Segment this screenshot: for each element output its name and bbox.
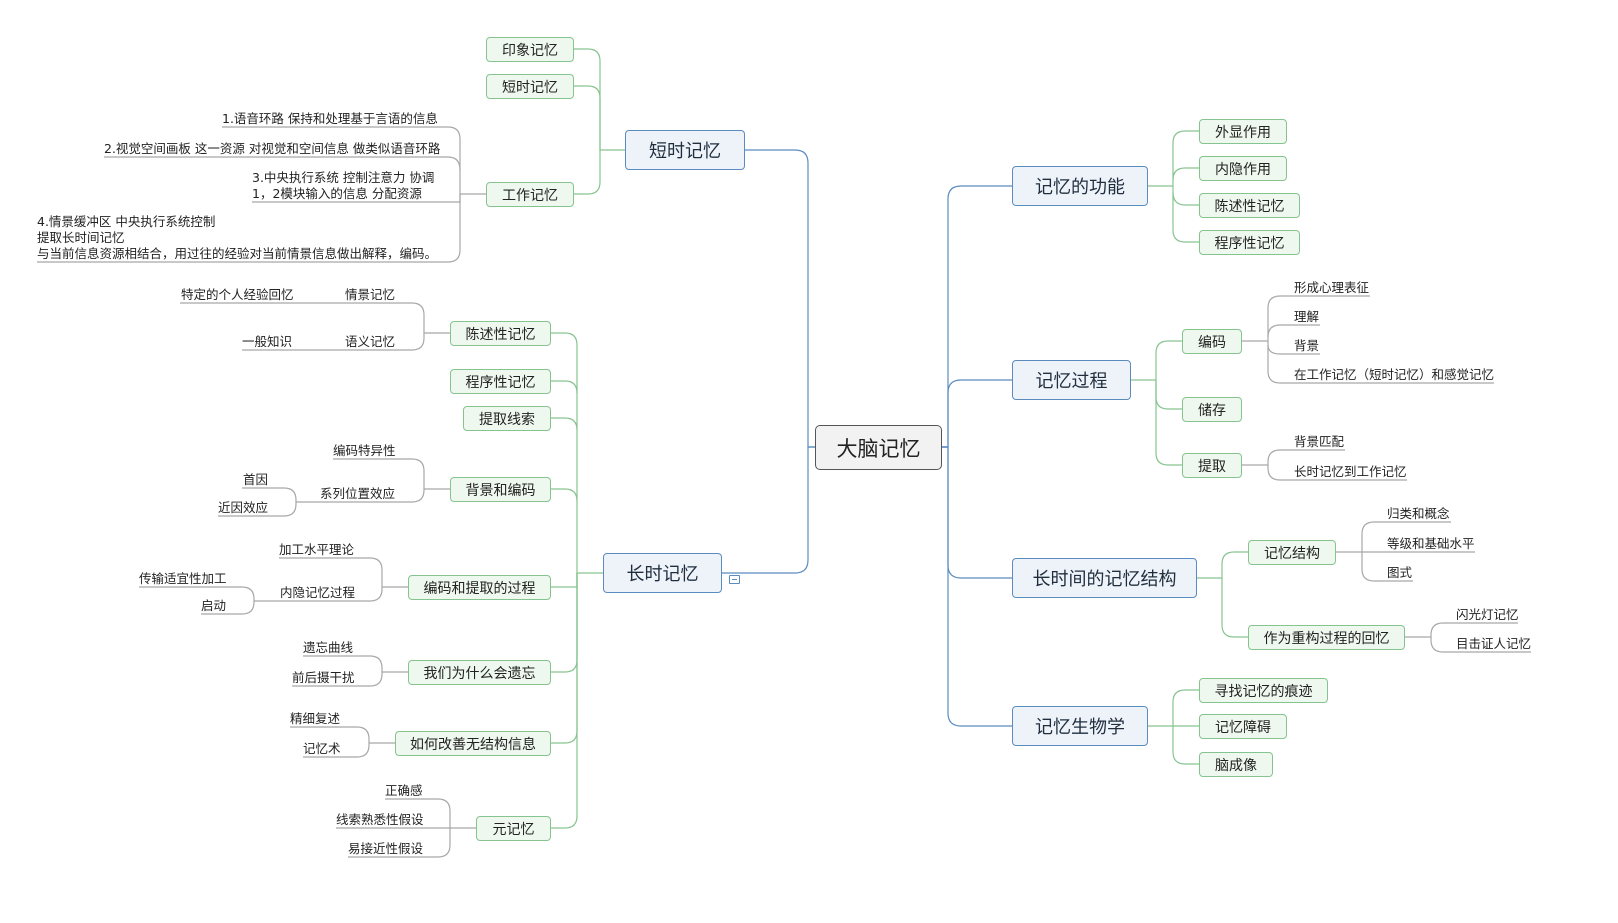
topic-long-term-structure[interactable]: 长时间的记忆结构 xyxy=(1012,558,1197,598)
leaf-elaborative-rehearsal[interactable]: 精细复述 xyxy=(290,711,341,726)
subtopic-brain-imaging[interactable]: 脑成像 xyxy=(1199,752,1273,777)
note-line: 3.中央执行系统 控制注意力 协调 xyxy=(252,170,435,185)
subtopic-improve-unstructured[interactable]: 如何改善无结构信息 xyxy=(395,731,551,756)
leaf-serial-position[interactable]: 系列位置效应 xyxy=(320,486,396,501)
leaf-context-matching[interactable]: 背景匹配 xyxy=(1294,434,1345,449)
root-node[interactable]: 大脑记忆 xyxy=(815,425,942,470)
subtopic-impression-memory[interactable]: 印象记忆 xyxy=(486,37,574,62)
topic-memory-biology[interactable]: 记忆生物学 xyxy=(1012,706,1148,746)
subtopic-explicit-function[interactable]: 外显作用 xyxy=(1199,119,1287,144)
leaf-flashbulb-memory[interactable]: 闪光灯记忆 xyxy=(1456,607,1519,622)
subtopic-retrieval-cues[interactable]: 提取线索 xyxy=(463,406,551,431)
leaf-mnemonics[interactable]: 记忆术 xyxy=(303,741,341,756)
subtopic-encoding-retrieval-process[interactable]: 编码和提取的过程 xyxy=(408,575,551,600)
leaf-implicit-memory[interactable]: 内隐记忆过程 xyxy=(280,585,356,600)
subtopic-short-term[interactable]: 短时记忆 xyxy=(486,74,574,99)
leaf-feeling-of-knowing[interactable]: 正确感 xyxy=(385,783,423,798)
leaf-semantic-memory[interactable]: 语义记忆 xyxy=(345,334,396,349)
leaf-encoding-specificity[interactable]: 编码特异性 xyxy=(333,443,396,458)
subtopic-reconstructive-recall[interactable]: 作为重构过程的回忆 xyxy=(1248,625,1405,650)
leaf-schema[interactable]: 图式 xyxy=(1387,565,1413,580)
leaf-mental-representation[interactable]: 形成心理表征 xyxy=(1294,280,1370,295)
subtopic-working-memory[interactable]: 工作记忆 xyxy=(486,182,574,207)
leaf-understanding[interactable]: 理解 xyxy=(1294,309,1320,324)
leaf-accessibility[interactable]: 易接近性假设 xyxy=(348,841,424,856)
subtopic-metamemory[interactable]: 元记忆 xyxy=(476,816,551,841)
topic-memory-function[interactable]: 记忆的功能 xyxy=(1012,166,1148,206)
subtopic-declarative[interactable]: 陈述性记忆 xyxy=(1199,193,1300,218)
leaf-hierarchy-basic-level[interactable]: 等级和基础水平 xyxy=(1387,536,1475,551)
note-phonological-loop[interactable]: 1.语音环路 保持和处理基于言语的信息 xyxy=(222,111,438,126)
leaf-eyewitness-memory[interactable]: 目击证人记忆 xyxy=(1456,636,1532,651)
subtopic-memory-disorder[interactable]: 记忆障碍 xyxy=(1199,714,1287,739)
subtopic-context-encoding[interactable]: 背景和编码 xyxy=(450,477,551,502)
leaf-categories-concepts[interactable]: 归类和概念 xyxy=(1387,506,1450,521)
topic-short-term-memory[interactable]: 短时记忆 xyxy=(625,130,745,170)
topic-memory-process[interactable]: 记忆过程 xyxy=(1012,360,1131,400)
subtopic-procedural-memory[interactable]: 程序性记忆 xyxy=(450,369,551,394)
leaf-cue-familiarity[interactable]: 线索熟悉性假设 xyxy=(336,812,424,827)
leaf-context[interactable]: 背景 xyxy=(1294,338,1320,353)
note-line: 4.情景缓冲区 中央执行系统控制 xyxy=(37,214,216,229)
note-line: 提取长时间记忆 xyxy=(37,230,125,245)
leaf-personal-experience[interactable]: 特定的个人经验回忆 xyxy=(181,287,294,302)
subtopic-procedural[interactable]: 程序性记忆 xyxy=(1199,230,1300,255)
leaf-forgetting-curve[interactable]: 遗忘曲线 xyxy=(303,640,354,655)
leaf-transfer-appropriate[interactable]: 传输适宜性加工 xyxy=(139,571,227,586)
note-episodic-buffer[interactable]: 4.情景缓冲区 中央执行系统控制 提取长时间记忆 与当前信息资源相结合，用过往的… xyxy=(37,214,437,262)
leaf-working-sensory[interactable]: 在工作记忆（短时记忆）和感觉记忆 xyxy=(1294,367,1495,382)
subtopic-memory-structure[interactable]: 记忆结构 xyxy=(1248,540,1336,565)
collapse-icon[interactable] xyxy=(729,575,740,584)
note-line: 与当前信息资源相结合，用过往的经验对当前情景信息做出解释，编码。 xyxy=(37,246,438,261)
note-visuospatial-sketchpad[interactable]: 2.视觉空间画板 这一资源 对视觉和空间信息 做类似语音环路 xyxy=(104,141,441,156)
subtopic-retrieval[interactable]: 提取 xyxy=(1182,453,1242,478)
leaf-recency[interactable]: 近因效应 xyxy=(218,500,269,515)
leaf-levels-of-processing[interactable]: 加工水平理论 xyxy=(279,542,355,557)
leaf-priming[interactable]: 启动 xyxy=(201,598,227,613)
subtopic-memory-trace[interactable]: 寻找记忆的痕迹 xyxy=(1199,678,1328,703)
subtopic-declarative-memory[interactable]: 陈述性记忆 xyxy=(450,321,551,346)
leaf-episodic-memory[interactable]: 情景记忆 xyxy=(345,287,396,302)
leaf-general-knowledge[interactable]: 一般知识 xyxy=(242,334,293,349)
leaf-primacy[interactable]: 首因 xyxy=(243,472,269,487)
leaf-long-to-working[interactable]: 长时记忆到工作记忆 xyxy=(1294,464,1407,479)
subtopic-why-forget[interactable]: 我们为什么会遗忘 xyxy=(408,660,551,685)
leaf-interference[interactable]: 前后摄干扰 xyxy=(292,670,355,685)
subtopic-encoding[interactable]: 编码 xyxy=(1182,329,1242,354)
subtopic-storage[interactable]: 储存 xyxy=(1182,397,1242,422)
subtopic-implicit-function[interactable]: 内隐作用 xyxy=(1199,156,1287,181)
topic-long-term-memory[interactable]: 长时记忆 xyxy=(603,553,722,593)
note-central-executive[interactable]: 3.中央执行系统 控制注意力 协调 1，2模块输入的信息 分配资源 xyxy=(252,170,434,202)
note-line: 1，2模块输入的信息 分配资源 xyxy=(252,186,422,201)
